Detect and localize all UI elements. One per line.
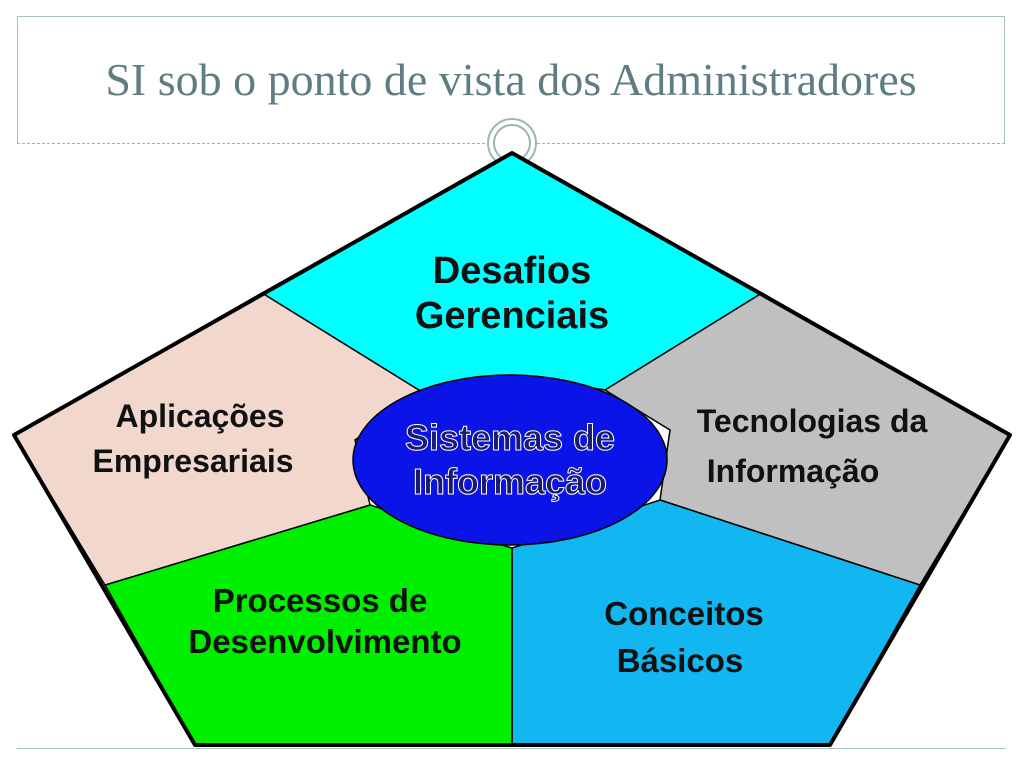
tecnologias-label-line2: Informação — [707, 453, 879, 489]
processos-label-line2: Desenvolvimento — [188, 623, 461, 660]
tecnologias-label-line1: Tecnologias da — [697, 403, 928, 439]
conceitos-label-line2: Básicos — [617, 642, 744, 679]
center-label-line2: Informação — [413, 461, 607, 502]
aplicacoes-label-line1: Aplicações — [116, 398, 285, 434]
title-frame — [17, 16, 1005, 144]
bottom-divider — [17, 748, 1005, 749]
conceitos-label-line1: Conceitos — [604, 595, 764, 632]
pentagon-outline — [12, 151, 1012, 747]
center-label-line1: Sistemas de — [405, 417, 615, 458]
center-ellipse — [352, 374, 668, 546]
processos-label-line1: Processos de — [213, 582, 428, 619]
aplicacoes-label-line2: Empresariais — [92, 443, 293, 479]
slide-title: SI sob o ponto de vista dos Administrado… — [105, 54, 917, 105]
desafios-label-line1: Desafios — [433, 250, 591, 292]
desafios-label-line2: Gerenciais — [415, 295, 609, 337]
